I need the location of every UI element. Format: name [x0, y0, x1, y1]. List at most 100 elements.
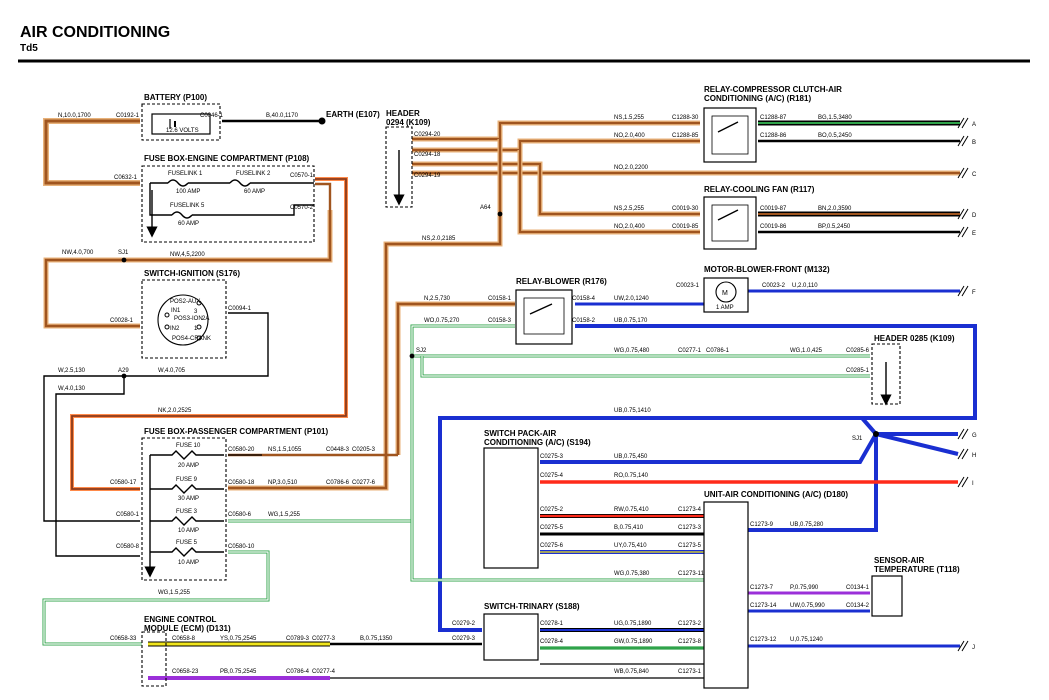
svg-text:NO,2.0,400: NO,2.0,400	[614, 133, 645, 139]
svg-text:W,4.0,130: W,4.0,130	[58, 386, 86, 392]
svg-text:C0134-2: C0134-2	[846, 603, 870, 609]
svg-text:POS3-ION: POS3-ION	[174, 316, 203, 322]
svg-text:C0275-6: C0275-6	[540, 543, 564, 549]
svg-text:C0028-1: C0028-1	[110, 318, 134, 324]
svg-text:30 AMP: 30 AMP	[178, 496, 199, 502]
svg-text:UB,0.75,170: UB,0.75,170	[614, 318, 648, 324]
svg-text:C0580-20: C0580-20	[228, 447, 255, 453]
svg-text:C0158-3: C0158-3	[488, 318, 512, 324]
edge-letter-d: D	[972, 213, 977, 219]
svg-text:3: 3	[194, 309, 198, 315]
relay-blower: RELAY-BLOWER (R176)	[515, 277, 607, 345]
svg-text:SJ2: SJ2	[416, 348, 427, 354]
svg-text:TEMPERATURE (T118): TEMPERATURE (T118)	[874, 565, 960, 574]
edge-break-icon	[957, 167, 969, 179]
wire-ub075-280	[748, 416, 878, 532]
svg-text:10 AMP: 10 AMP	[178, 560, 199, 566]
edge-break-icon	[957, 117, 969, 129]
svg-text:A64: A64	[480, 205, 491, 211]
wire-wg15-255b	[42, 550, 270, 646]
svg-text:C1288-30: C1288-30	[672, 115, 699, 121]
svg-text:C1273-12: C1273-12	[750, 637, 777, 643]
svg-text:C1288-85: C1288-85	[672, 133, 699, 139]
svg-text:C1273-7: C1273-7	[750, 585, 774, 591]
header-0285: HEADER 0285 (K109)	[871, 334, 955, 406]
svg-text:BG,1.5,3480: BG,1.5,3480	[818, 115, 852, 121]
svg-text:C0192-1: C0192-1	[116, 113, 140, 119]
edge-break-icon	[957, 640, 969, 652]
switch-ignition: SWITCH-IGNITION (S176) POS2-AUX IN1 3 PO…	[141, 269, 240, 359]
svg-text:C1273-5: C1273-5	[678, 543, 702, 549]
fuse-box-engine-label: FUSE BOX-ENGINE COMPARTMENT (P108)	[144, 154, 310, 163]
svg-text:C0279-3: C0279-3	[452, 636, 476, 642]
switch-trinary: SWITCH-TRINARY (S188)	[483, 602, 580, 661]
svg-text:BO,0.5,2450: BO,0.5,2450	[818, 133, 852, 139]
wire-no20-400-a	[412, 138, 700, 153]
svg-text:C1288-87: C1288-87	[760, 115, 787, 121]
svg-text:B,0.75,1350: B,0.75,1350	[360, 636, 393, 642]
edge-break-icon	[957, 476, 969, 488]
svg-text:UB,0.75,280: UB,0.75,280	[790, 522, 824, 528]
svg-text:FUSELINK 5: FUSELINK 5	[170, 203, 205, 209]
svg-text:SJ1: SJ1	[852, 436, 863, 442]
edge-letter-j: J	[972, 645, 975, 651]
svg-text:C0023-2: C0023-2	[762, 283, 786, 289]
svg-text:UNIT-AIR CONDITIONING (A/C) (D: UNIT-AIR CONDITIONING (A/C) (D180)	[704, 490, 848, 499]
svg-text:C0580-17: C0580-17	[110, 480, 137, 486]
svg-text:0294 (K109): 0294 (K109)	[386, 118, 431, 127]
svg-text:UG,0.75,1890: UG,0.75,1890	[614, 621, 652, 627]
sensor-air-temp: SENSOR-AIR TEMPERATURE (T118)	[871, 556, 960, 617]
unit-ac: UNIT-AIR CONDITIONING (A/C) (D180)	[703, 490, 848, 689]
motor-icon: M	[722, 290, 728, 297]
svg-text:C1273-14: C1273-14	[750, 603, 777, 609]
svg-text:POS4-CRANK: POS4-CRANK	[172, 336, 211, 342]
svg-text:CONDITIONING (A/C) (S194): CONDITIONING (A/C) (S194)	[484, 438, 591, 447]
splice-a64	[497, 211, 503, 217]
splice-a29	[121, 373, 127, 379]
svg-text:NP,3.0,510: NP,3.0,510	[268, 480, 298, 486]
svg-text:C0294-18: C0294-18	[414, 152, 441, 158]
svg-text:C0277-4: C0277-4	[312, 669, 336, 675]
svg-text:SWITCH-TRINARY (S188): SWITCH-TRINARY (S188)	[484, 602, 580, 611]
svg-text:C0580-6: C0580-6	[228, 512, 252, 518]
battery: 12.6 VOLTS BATTERY (P100)	[141, 93, 221, 141]
wire-wg-header	[420, 356, 870, 378]
svg-text:20 AMP: 20 AMP	[178, 463, 199, 469]
edge-letter-h: H	[972, 453, 976, 459]
fuselink-2-icon	[229, 179, 251, 187]
switch-ignition-label: SWITCH-IGNITION (S176)	[144, 269, 240, 278]
svg-text:N,10.0,1700: N,10.0,1700	[58, 113, 91, 119]
wire-labels: N,10.0,1700 C0192-1 C0046-1 B,40.0,1170 …	[58, 113, 870, 675]
wire-n10-battery	[43, 118, 140, 186]
svg-text:WO,0.75,270: WO,0.75,270	[424, 318, 460, 324]
svg-text:W,4.0,705: W,4.0,705	[158, 368, 186, 374]
fuse-5-icon	[150, 547, 224, 557]
svg-text:60 AMP: 60 AMP	[244, 189, 265, 195]
page-subtitle: Td5	[20, 43, 38, 54]
svg-text:C0277-6: C0277-6	[352, 480, 376, 486]
svg-text:C0580-10: C0580-10	[228, 544, 255, 550]
svg-text:C0632-1: C0632-1	[114, 175, 138, 181]
svg-text:WB,0.75,840: WB,0.75,840	[614, 669, 649, 675]
fuse-box-passenger: FUSE BOX-PASSENGER COMPARTMENT (P101) FU…	[141, 427, 329, 581]
svg-text:C0023-1: C0023-1	[676, 283, 700, 289]
svg-text:NS,2.5,255: NS,2.5,255	[614, 206, 645, 212]
svg-text:C0580-1: C0580-1	[116, 512, 140, 518]
svg-text:UW,2.0,1240: UW,2.0,1240	[614, 296, 649, 302]
svg-text:100 AMP: 100 AMP	[176, 189, 200, 195]
svg-text:WG,0.75,380: WG,0.75,380	[614, 571, 650, 577]
wire-ns25-255	[412, 161, 700, 217]
svg-text:C0019-85: C0019-85	[672, 224, 699, 230]
battery-label: BATTERY (P100)	[144, 93, 207, 102]
svg-text:C0275-2: C0275-2	[540, 507, 564, 513]
svg-text:C0019-30: C0019-30	[672, 206, 699, 212]
svg-text:UW,0.75,990: UW,0.75,990	[790, 603, 825, 609]
svg-text:C0158-4: C0158-4	[572, 296, 596, 302]
svg-text:C1273-2: C1273-2	[678, 621, 702, 627]
svg-text:POS2-AUX: POS2-AUX	[170, 299, 200, 305]
relay-cooling-fan: RELAY-COOLING FAN (R117)	[703, 185, 815, 250]
svg-text:10 AMP: 10 AMP	[178, 528, 199, 534]
svg-text:RELAY-COOLING FAN (R117): RELAY-COOLING FAN (R117)	[704, 185, 815, 194]
svg-text:C0570-1: C0570-1	[290, 173, 314, 179]
svg-text:FUSE 5: FUSE 5	[176, 540, 198, 546]
